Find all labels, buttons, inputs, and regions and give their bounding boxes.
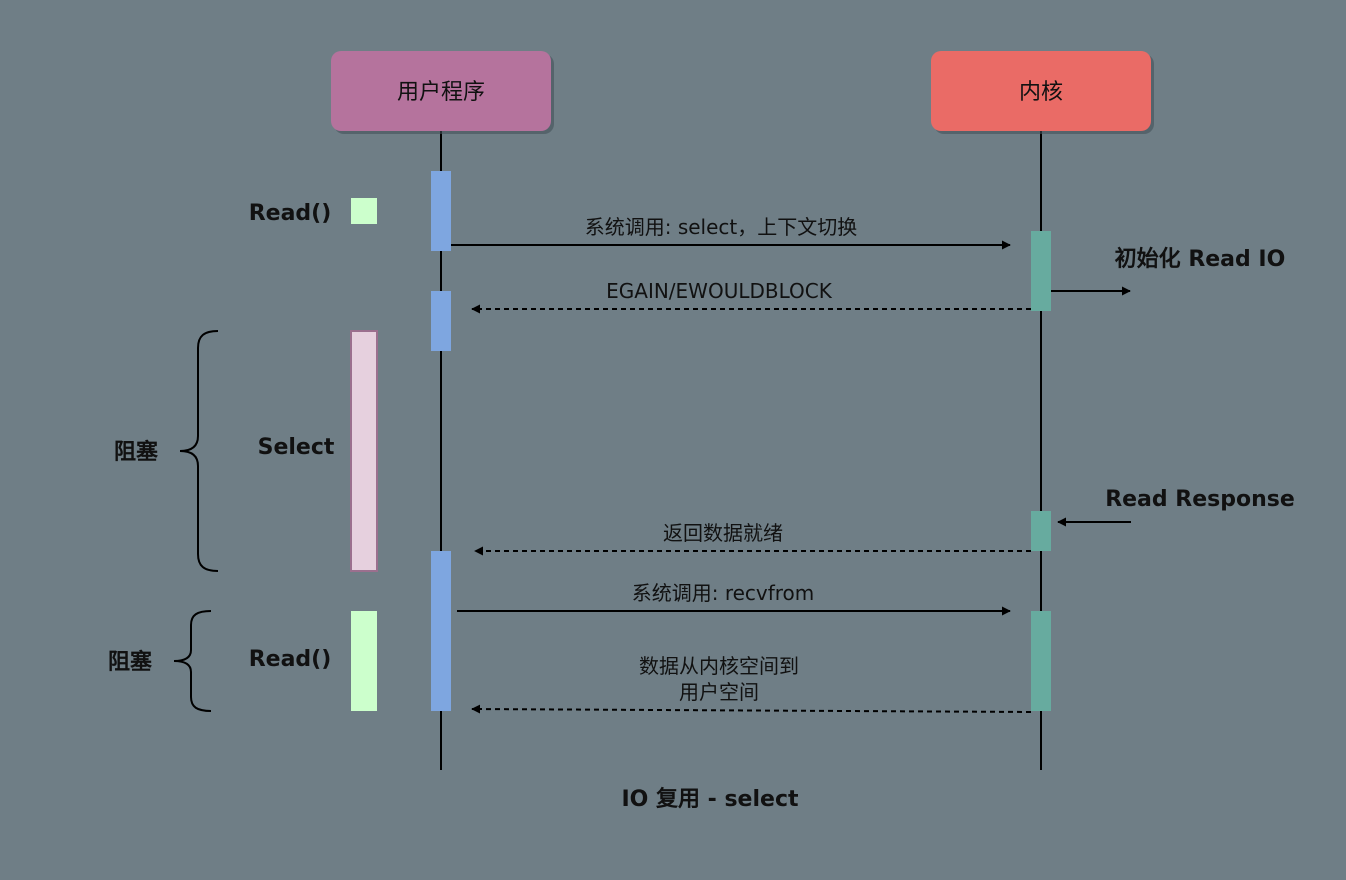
select-blocking-bar [350, 330, 378, 572]
init-read-io-label: 初始化 Read IO [1115, 246, 1286, 272]
kernel-activation-select [1031, 231, 1051, 311]
kernel-actor[interactable]: 内核 [931, 51, 1154, 134]
user-actor-label: 用户程序 [397, 80, 485, 105]
blocked-label-1: 阻塞 [114, 439, 159, 465]
blocked-brace-2 [173, 610, 212, 712]
recvfrom-call-label: 系统调用: recvfrom [632, 581, 815, 605]
read-marker-1 [351, 198, 377, 224]
copy-data-label-line2: 用户空间 [679, 680, 759, 704]
read-response-label: Read Response [1105, 487, 1295, 512]
user-activation-read [431, 171, 451, 251]
ewouldblock-label: EGAIN/EWOULDBLOCK [606, 279, 833, 303]
read-marker-2 [351, 611, 377, 711]
read-label-2: Read() [249, 647, 332, 672]
kernel-activation-copy [1031, 611, 1051, 711]
data-ready-label: 返回数据就绪 [663, 521, 783, 545]
select-call-label: 系统调用: select，上下文切换 [585, 215, 858, 239]
copy-data-label-line1: 数据从内核空间到 [639, 654, 799, 678]
blocked-label-2: 阻塞 [108, 649, 153, 675]
user-activation-recv [431, 551, 451, 711]
select-label: Select [258, 435, 335, 460]
read-label-1: Read() [249, 201, 332, 226]
user-activation-retry [431, 291, 451, 351]
kernel-actor-label: 内核 [1019, 80, 1063, 105]
blocked-brace-1 [179, 330, 219, 572]
copy-data-arrow [471, 704, 1032, 714]
kernel-activation-ready [1031, 511, 1051, 551]
user-actor[interactable]: 用户程序 [331, 51, 554, 134]
diagram-caption: IO 复用 - select [621, 786, 799, 812]
